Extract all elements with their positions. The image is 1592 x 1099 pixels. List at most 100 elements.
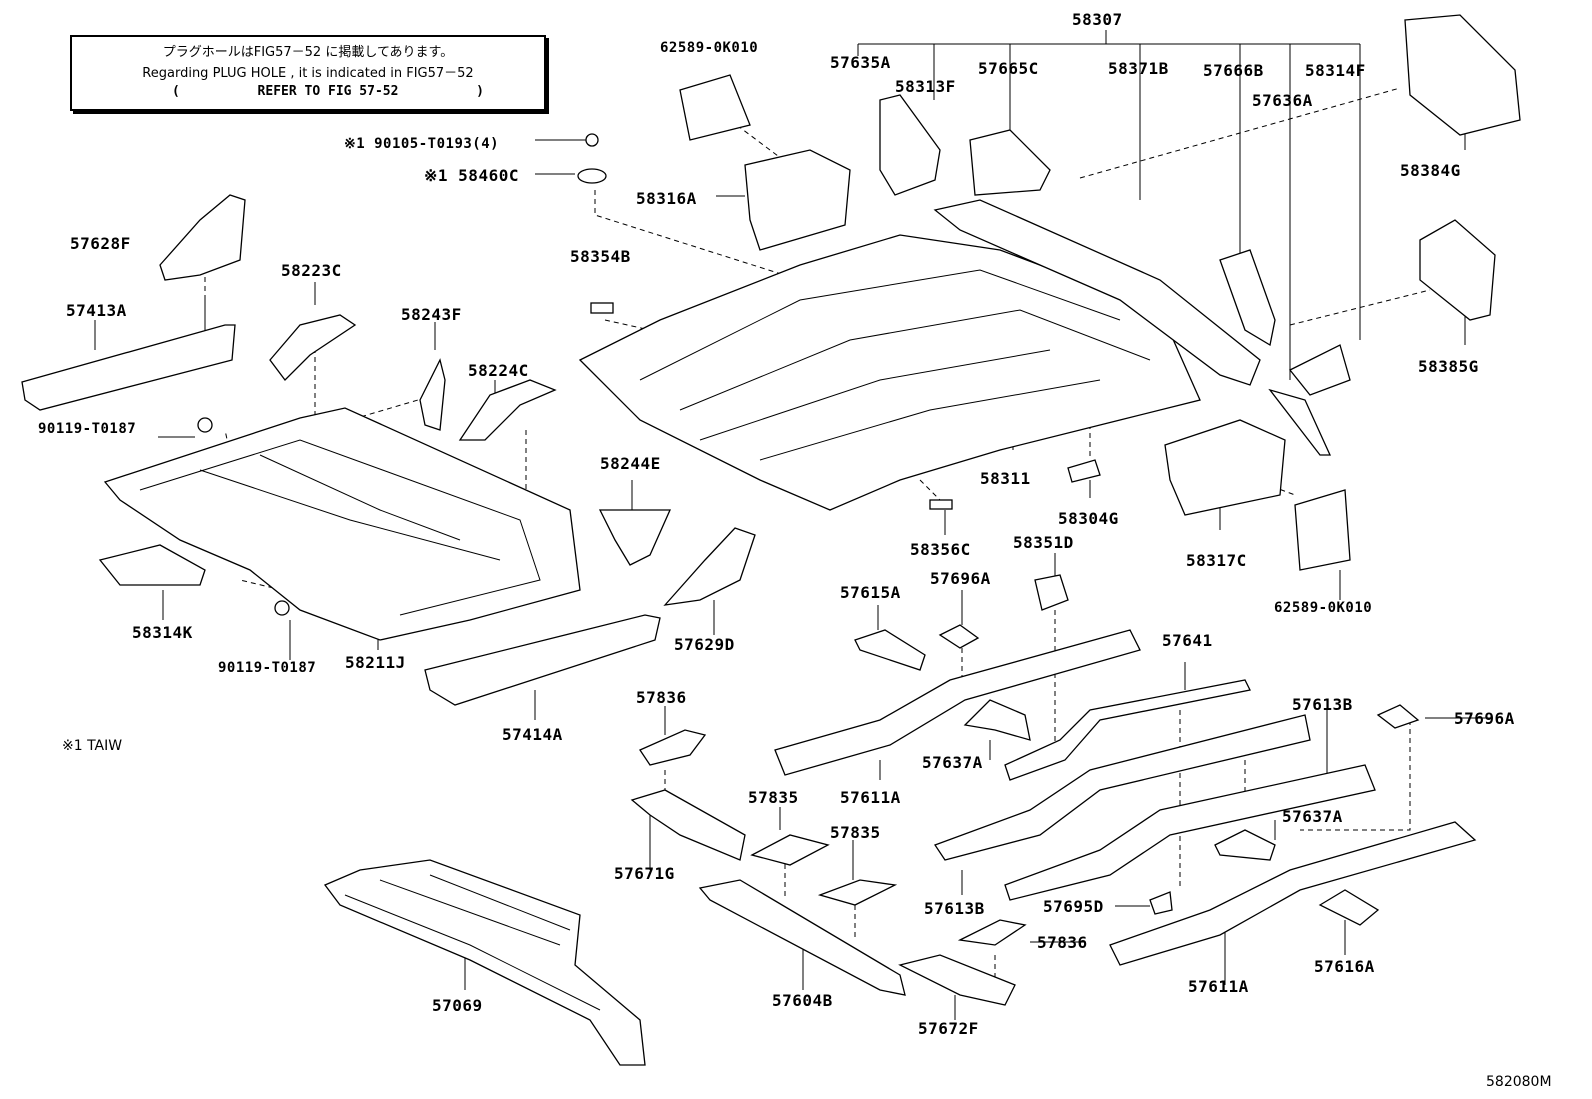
rail-57641 (1004, 679, 1251, 781)
label-57671g: 57671G (614, 864, 675, 883)
part-shapes (21, 14, 1521, 1066)
label-57615a: 57615A (840, 583, 901, 602)
bracket-58317c (1164, 419, 1286, 516)
label-57696a-right: 57696A (1454, 709, 1515, 728)
bracket-57835-a (750, 834, 830, 866)
bracket-58351d (1034, 574, 1069, 611)
bracket-58224c (458, 379, 557, 441)
bracket-58313f (879, 94, 941, 196)
rail-57611a-bottom (1109, 821, 1477, 966)
bracket-58316a (744, 149, 851, 251)
box-top (679, 74, 751, 141)
bracket-57666b (1219, 249, 1276, 347)
clip-57696a-right (1376, 704, 1420, 729)
figure-number: 582080M (1486, 1074, 1552, 1090)
box-bottom (1294, 489, 1351, 571)
rail-57671g (630, 789, 746, 861)
label-57413a: 57413A (66, 301, 127, 320)
label-58211j: 58211J (345, 653, 406, 672)
label-57672f: 57672F (918, 1019, 979, 1038)
bracket-58384g (1404, 14, 1521, 136)
footnote-taiw: ※1 TAIW (62, 738, 123, 754)
bracket-57665c (969, 129, 1051, 196)
part-labels: 58307 62589-0K010 57635A 58313F 57665C 5… (38, 10, 1515, 1038)
label-58307: 58307 (1072, 10, 1123, 29)
bracket-57629d (663, 527, 756, 606)
label-57628f: 57628F (70, 234, 131, 253)
label-90119-a: 90119-T0187 (38, 421, 136, 437)
label-57835-a: 57835 (748, 788, 799, 807)
label-58223c: 58223C (281, 261, 342, 280)
label-57613b-top: 57613B (1292, 695, 1353, 714)
rail-57413a (21, 324, 236, 411)
label-57616a: 57616A (1314, 957, 1375, 976)
bracket-57616a (1318, 889, 1380, 926)
bracket-57836-bottom (957, 919, 1027, 946)
label-58304g: 58304G (1058, 509, 1119, 528)
label-58314k: 58314K (132, 623, 193, 642)
bracket-57836-top (639, 729, 707, 766)
rail-57613b-a (934, 714, 1311, 861)
bracket-57695d (1149, 891, 1173, 915)
label-57696a-top: 57696A (930, 569, 991, 588)
label-58224c: 58224C (468, 361, 529, 380)
note-paren-open: ( (172, 84, 180, 99)
label-57613b-bottom: 57613B (924, 899, 985, 918)
label-58313f: 58313F (895, 77, 956, 96)
label-58317c: 58317C (1186, 551, 1247, 570)
rear-crossmember (933, 199, 1261, 386)
bracket-57628f (159, 194, 246, 281)
label-57637a-left: 57637A (922, 753, 983, 772)
note-line-english: Regarding PLUG HOLE , it is indicated in… (142, 66, 474, 81)
label-57604b: 57604B (772, 991, 833, 1010)
note-line-refer: ( REFER TO FIG 57-52 ) (72, 84, 544, 99)
label-58384g: 58384G (1400, 161, 1461, 180)
label-58460c: ※1 58460C (424, 166, 519, 185)
note-paren-close: ) (476, 84, 484, 99)
plug-hole-note: プラグホールはFIG57－52 に掲載してあります。 Regarding PLU… (70, 35, 546, 111)
bracket-57615a (854, 629, 926, 671)
label-58356c: 58356C (910, 540, 971, 559)
center-floor-pan (578, 234, 1201, 511)
label-57414a: 57414A (502, 725, 563, 744)
bracket-58314f (1288, 344, 1351, 396)
label-58354b: 58354B (570, 247, 631, 266)
rail-57613b-b (1004, 764, 1376, 901)
label-58314f: 58314F (1305, 61, 1366, 80)
note-line-japanese: プラグホールはFIG57－52 に掲載してあります。 (162, 45, 454, 60)
clip-57696a-top (938, 624, 980, 649)
bracket-58385g (1419, 219, 1496, 321)
tab-58354b (590, 302, 614, 314)
bracket-58304g (1067, 459, 1101, 483)
label-58316a: 58316A (636, 189, 697, 208)
bracket-58314k (98, 544, 206, 586)
label-57836-top: 57836 (636, 688, 687, 707)
label-57836-bottom: 57836 (1037, 933, 1088, 952)
label-57695d: 57695D (1043, 897, 1104, 916)
label-90119-b: 90119-T0187 (218, 660, 316, 676)
label-58371b: 58371B (1108, 59, 1169, 78)
label-57635a: 57635A (830, 53, 891, 72)
label-58243f: 58243F (401, 305, 462, 324)
label-57641: 57641 (1162, 631, 1213, 650)
label-90105: ※1 90105-T0193(4) (344, 136, 499, 152)
label-57666b: 57666B (1203, 61, 1264, 80)
label-57665c: 57665C (978, 59, 1039, 78)
bracket-58243f (419, 358, 446, 431)
bolt-90105 (585, 133, 599, 147)
bracket-57637a-right (1214, 829, 1276, 861)
label-57636a: 57636A (1252, 91, 1313, 110)
label-62589-top: 62589-0K010 (660, 40, 758, 56)
bracket-57835-b (817, 879, 898, 906)
bracket-57636a (1268, 388, 1332, 456)
label-58311: 58311 (980, 469, 1031, 488)
label-57629d: 57629D (674, 635, 735, 654)
crossmember-57069 (323, 859, 646, 1066)
label-58385g: 58385G (1418, 357, 1479, 376)
label-58244e: 58244E (600, 454, 661, 473)
bracket-58223c (269, 314, 357, 381)
label-62589-bottom: 62589-0K010 (1274, 600, 1372, 616)
tab-58356c (929, 499, 953, 510)
label-57835-b: 57835 (830, 823, 881, 842)
